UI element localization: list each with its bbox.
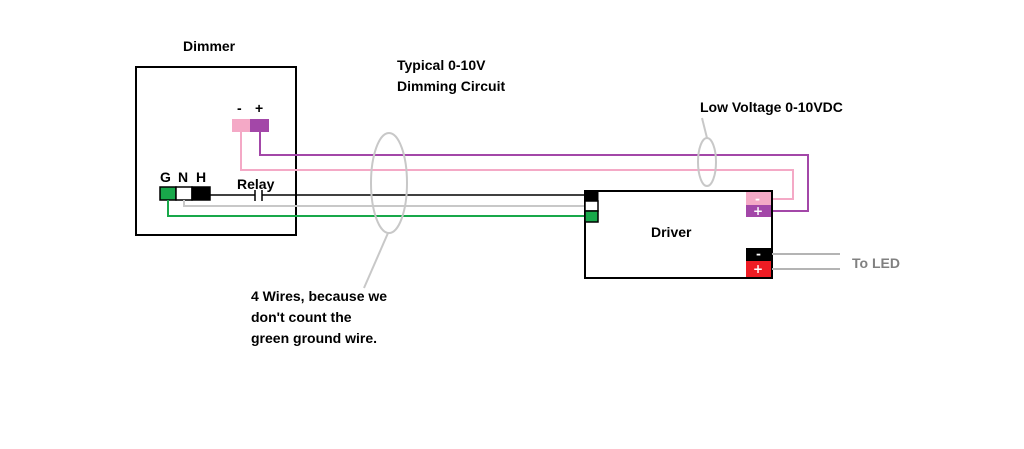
low-voltage-label: Low Voltage 0-10VDC xyxy=(700,99,843,115)
heading-line1: Typical 0-10V xyxy=(397,57,486,73)
dimmer-plus-label: + xyxy=(255,100,263,116)
g-label: G xyxy=(160,169,171,185)
dimmer-plus-terminal xyxy=(250,119,269,132)
driver-neutral-terminal xyxy=(584,200,599,212)
driver-led-minus-terminal xyxy=(746,248,771,261)
purple-wire xyxy=(259,132,809,212)
driver-led-plus-label: + xyxy=(753,262,763,276)
dimmer-title: Dimmer xyxy=(183,38,236,54)
dimmer-minus-terminal xyxy=(232,119,250,132)
to-led-label: To LED xyxy=(852,255,900,271)
h-terminal xyxy=(191,186,211,201)
low-voltage-pointer xyxy=(701,117,708,139)
driver-ground-terminal xyxy=(584,210,599,223)
note-line1: 4 Wires, because we xyxy=(251,288,387,304)
dimmer-minus-label: - xyxy=(237,100,242,116)
driver-led-minus-label: - xyxy=(756,247,761,261)
h-label: H xyxy=(196,169,206,185)
note-pointer xyxy=(363,232,389,289)
green-wire xyxy=(167,200,585,217)
heading-line2: Dimming Circuit xyxy=(397,78,505,94)
driver-dim-plus-terminal xyxy=(746,205,771,217)
bundle-ellipse-low-voltage xyxy=(697,137,717,187)
gray-wire xyxy=(183,200,585,207)
n-terminal xyxy=(175,186,193,201)
driver-dim-minus-label: - xyxy=(755,192,760,206)
driver-box xyxy=(584,190,773,279)
note-line3: green ground wire. xyxy=(251,330,377,346)
n-label: N xyxy=(178,169,188,185)
driver-dim-plus-label: + xyxy=(753,204,763,218)
driver-label: Driver xyxy=(651,224,692,240)
relay-label: Relay xyxy=(237,176,275,192)
note-line2: don't count the xyxy=(251,309,352,325)
pink-wire xyxy=(240,132,794,200)
driver-led-plus-terminal xyxy=(746,261,771,277)
dimmer-box xyxy=(135,66,297,236)
g-terminal xyxy=(159,186,177,201)
driver-hot-terminal xyxy=(584,190,599,202)
bundle-ellipse-4-wires xyxy=(370,132,408,234)
driver-dim-minus-terminal xyxy=(746,192,771,205)
